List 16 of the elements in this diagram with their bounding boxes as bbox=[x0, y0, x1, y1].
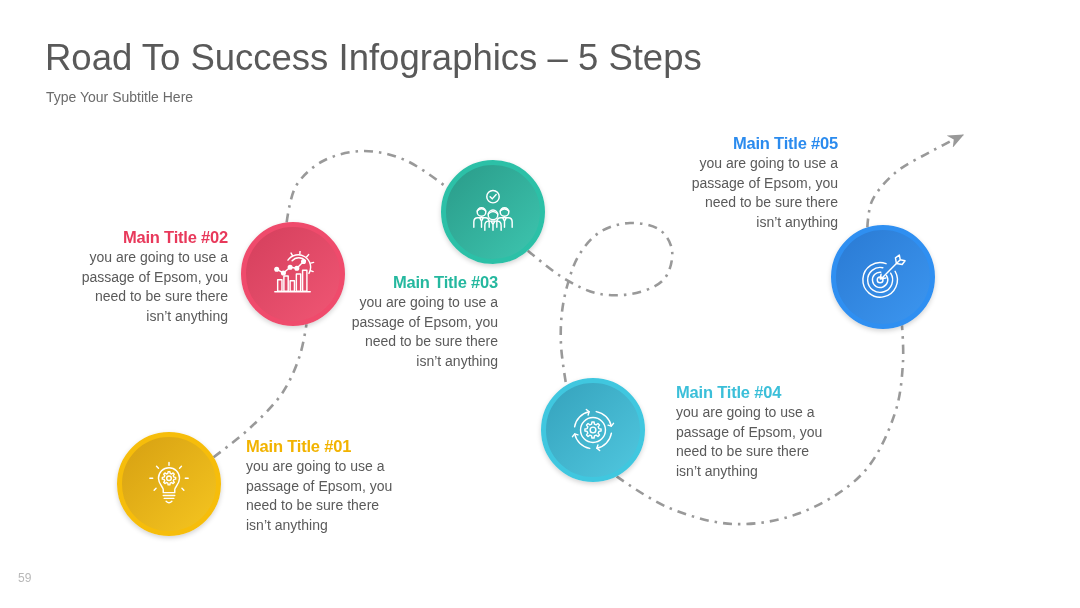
step-title: Main Title #04 bbox=[676, 382, 782, 402]
subtitle: Type Your Subtitle Here bbox=[46, 88, 194, 106]
step-description: you are going to use a passage of Epsom, you need to be sure there isn’t anything bbox=[676, 403, 824, 482]
step-description: you are going to use a passage of Epsom, you need to be sure there isn’t anything bbox=[350, 293, 498, 372]
step-title: Main Title #01 bbox=[246, 436, 352, 456]
slide-title: Road To Success Infographics – 5 Steps bbox=[45, 36, 702, 80]
dashed-connector bbox=[615, 325, 905, 526]
step-description: you are going to use a passage of Epsom, you need to be sure there isn’t anything bbox=[246, 457, 394, 536]
step-description: you are going to use a passage of Epsom, you need to be sure there isn’t anything bbox=[690, 154, 838, 233]
page-number: 59 bbox=[18, 571, 32, 585]
step-description: you are going to use a passage of Epsom, you need to be sure there isn’t anything bbox=[80, 248, 228, 327]
dashed-arrow bbox=[866, 133, 964, 228]
dashed-connector bbox=[212, 324, 308, 459]
step-title: Main Title #03 bbox=[392, 272, 498, 292]
step-title: Main Title #05 bbox=[732, 133, 838, 153]
step-title: Main Title #02 bbox=[122, 227, 228, 247]
